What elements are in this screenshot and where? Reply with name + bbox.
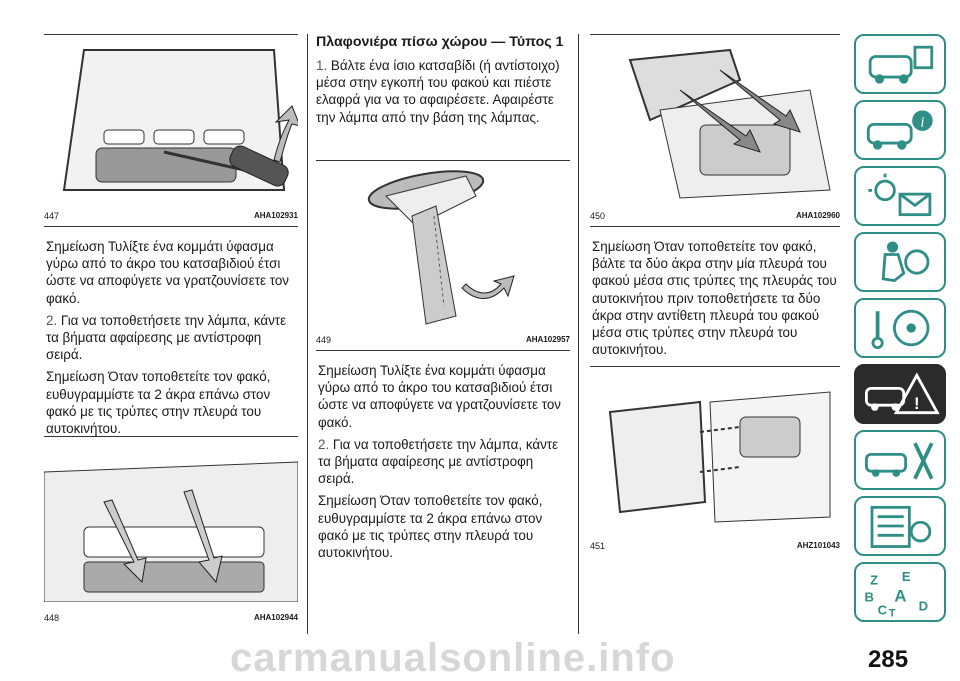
col2-note-1: Σημείωση Τυλίξτε ένα κομμάτι ύφασμα γύρω… [318, 363, 561, 430]
specs-list-icon [870, 505, 932, 548]
tab-steering[interactable] [854, 298, 946, 358]
tab-maintenance[interactable] [854, 430, 946, 490]
tab-warning-lights[interactable] [854, 166, 946, 226]
svg-text:i: i [920, 114, 924, 130]
col1-step-2: 2. Για να τοποθετήσετε την λάμπα, κάντε … [46, 312, 287, 363]
section-heading: Πλαφονιέρα πίσω χώρου — Τύπος 1 [316, 34, 564, 50]
index-letter-d: D [919, 599, 928, 614]
col2-step-1: 1. Βάλτε ένα ίσιο κατσαβίδι (ή αντίστοιχ… [316, 58, 560, 125]
col1-note-2: Σημείωση Όταν τοποθετείτε τον φακό, ευθυ… [46, 369, 271, 437]
index-letter-e: E [902, 569, 911, 584]
col1-note-1: Σημείωση Τυλίξτε ένα κομμάτι ύφασμα γύρω… [46, 239, 289, 306]
index-letter-b: B [865, 589, 874, 604]
figure-448-lens-pins [43, 442, 299, 603]
figure-451-lens-clips [590, 372, 840, 527]
tab-index[interactable]: Z E B A C T D [854, 562, 946, 622]
index-letter-t: T [889, 607, 896, 619]
car-dashboard-icon [868, 45, 934, 84]
col3-text: Σημείωση Όταν τοποθετείτε τον φακό, βάλτ… [592, 238, 842, 363]
col3-note: Σημείωση Όταν τοποθετείτε τον φακό, βάλτ… [592, 239, 837, 358]
car-maintenance-icon [865, 442, 934, 480]
steering-wheel-icon [871, 309, 930, 349]
figure-450-lens-install [590, 40, 840, 200]
col2-note-2: Σημείωση Όταν τοποθετείτε τον φακό, ευθυ… [318, 493, 543, 561]
col1-text: Σημείωση Τυλίξτε ένα κομμάτι ύφασμα γύρω… [46, 238, 300, 442]
page-number: 285 [868, 646, 909, 673]
tab-car-info[interactable]: i [854, 100, 946, 160]
tab-airbag[interactable] [854, 232, 946, 292]
col2-bottom-text: Σημείωση Τυλίξτε ένα κομμάτι ύφασμα γύρω… [318, 362, 572, 566]
warning-lights-icon [868, 173, 932, 217]
index-letter-a: A [894, 586, 906, 605]
col2-step-2: 2. Για να τοποθετήσετε την λάμπα, κάντε … [318, 436, 559, 487]
airbag-icon [881, 241, 930, 283]
index-letter-z: Z [870, 573, 878, 588]
figure-447-screwdriver-lens [44, 40, 301, 200]
car-breakdown-icon: ! [865, 372, 940, 415]
tab-breakdown[interactable]: ! [854, 364, 946, 424]
tab-specs[interactable] [854, 496, 946, 556]
tab-dashboard[interactable] [854, 34, 946, 94]
col2-top-text: Πλαφονιέρα πίσω χώρου — Τύπος 1 1. Βάλτε… [316, 34, 568, 131]
watermark: carmanualsonline.info [230, 636, 676, 680]
car-info-icon: i [866, 110, 933, 150]
figure-449-rear-lamp [316, 166, 570, 326]
svg-text:!: ! [914, 394, 920, 413]
index-letter-c: C [878, 602, 888, 617]
index-letters-icon: Z E B A C T D [865, 569, 929, 619]
